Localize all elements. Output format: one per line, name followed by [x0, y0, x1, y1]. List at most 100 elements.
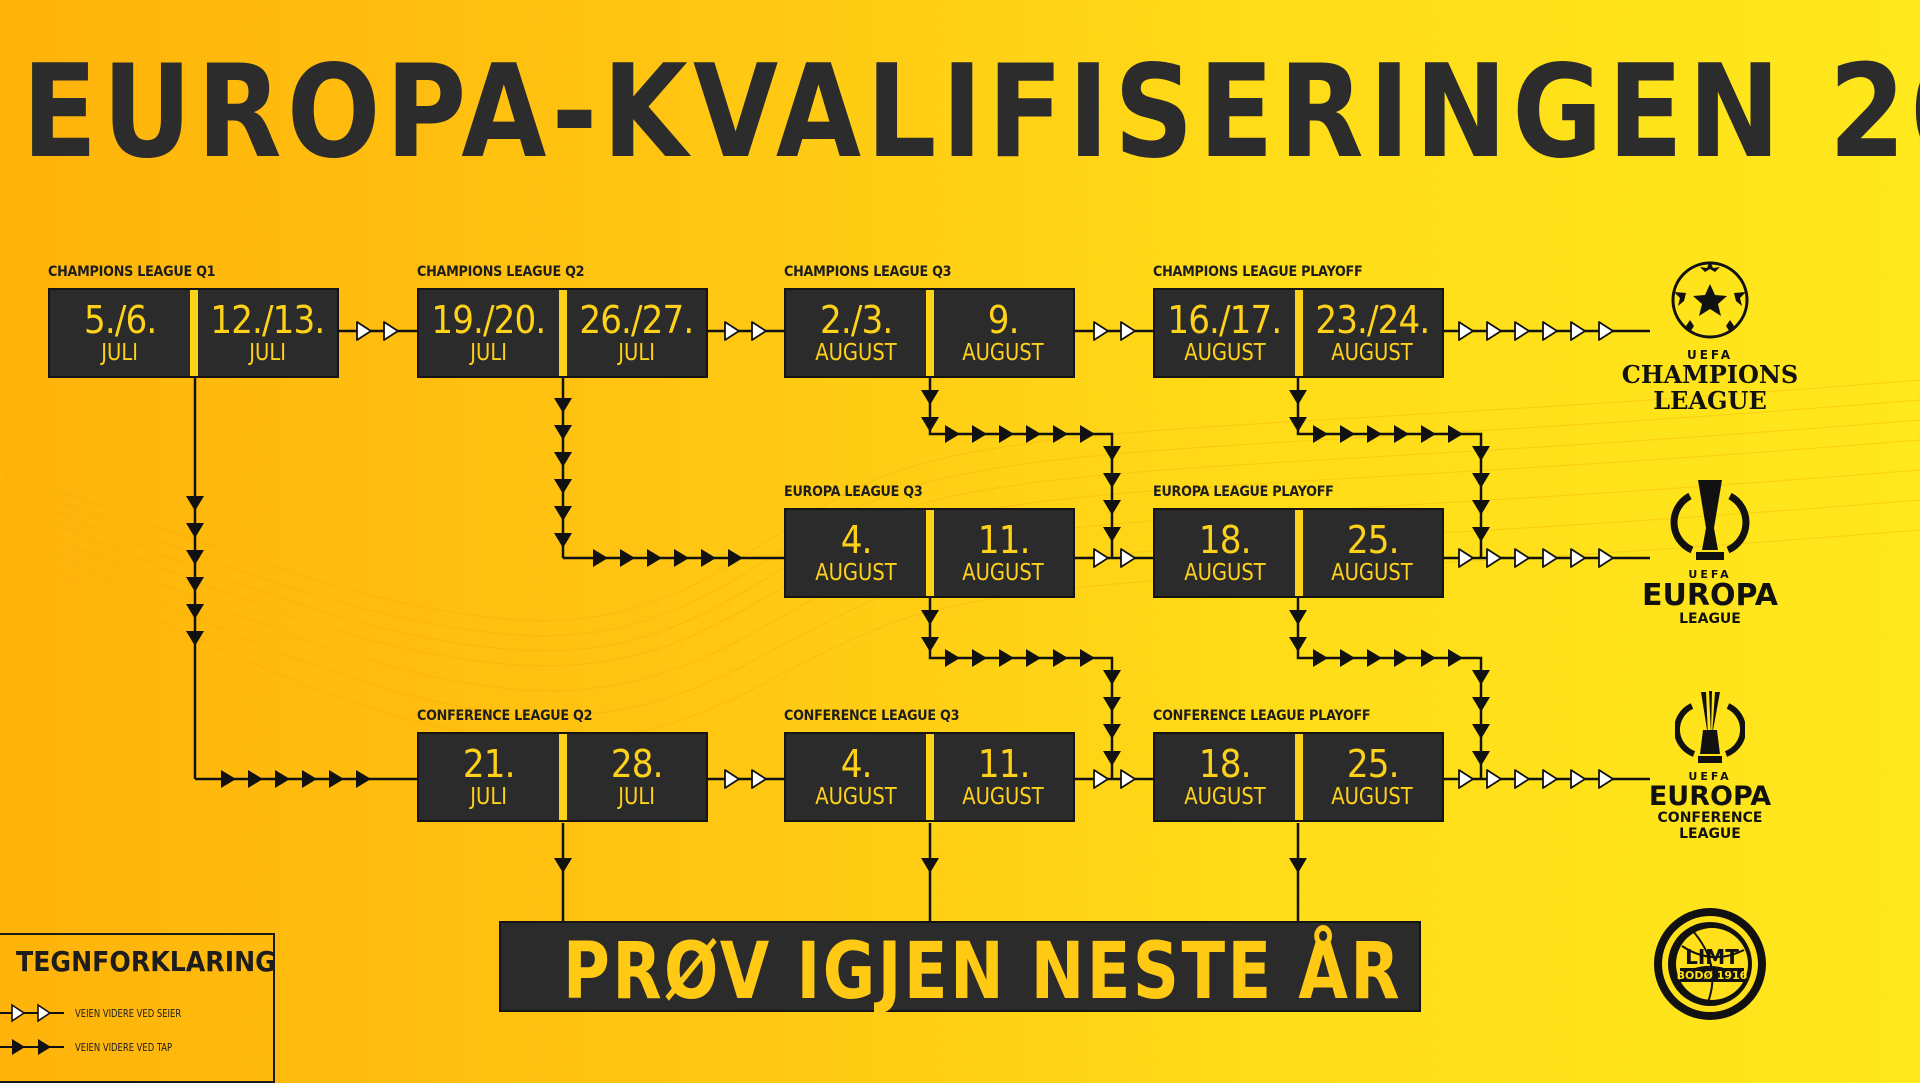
leg-month: AUGUST: [815, 560, 897, 586]
leg-date: 11.: [977, 742, 1030, 786]
stage-box-cl-q3: 2./3.AUGUST 9.AUGUST: [784, 288, 1075, 378]
trophy-icon: [1670, 480, 1750, 560]
trophy-icon: [1673, 691, 1747, 763]
stage-box-cl-q1: 5./6.JULI 12./13.JULI: [48, 288, 339, 378]
page-title: EUROPA-KVALIFISERINGEN 2022: [22, 38, 1920, 187]
first-leg: 5./6.JULI: [50, 290, 190, 376]
filled-arrow-icon: [0, 1039, 64, 1055]
leg-divider: [1294, 734, 1303, 820]
starball-icon: [1671, 261, 1749, 339]
first-leg: 4.AUGUST: [786, 734, 926, 820]
leg-divider: [558, 734, 567, 820]
leg-month: JULI: [101, 340, 139, 366]
first-leg: 16./17.AUGUST: [1155, 290, 1295, 376]
leg-divider: [925, 510, 934, 596]
leg-date: 25.: [1346, 742, 1399, 786]
second-leg: 25.AUGUST: [1303, 510, 1443, 596]
stage-label-cl-playoff: CHAMPIONS LEAGUE PLAYOFF: [1153, 264, 1363, 280]
second-leg: 23./24.AUGUST: [1303, 290, 1443, 376]
leg-date: 28.: [610, 742, 663, 786]
conference-league-logo: UEFA EUROPA CONFERENCE LEAGUE: [1620, 690, 1800, 842]
first-leg: 21.JULI: [419, 734, 559, 820]
leg-date: 21.: [462, 742, 516, 786]
eliminated-banner-text: PRØV IGJEN NESTE ÅR: [563, 927, 1403, 1017]
leg-date: 9.: [987, 298, 1020, 342]
leg-date: 26./27.: [579, 298, 694, 342]
leg-month: AUGUST: [962, 784, 1044, 810]
uefa-wordmark: UEFA: [1688, 568, 1732, 581]
leg-month: JULI: [248, 340, 286, 366]
legend-item-loss: VEIEN VIDERE VED TAP: [75, 1041, 173, 1054]
legend-item-win: VEIEN VIDERE VED SEIER: [75, 1007, 182, 1020]
leg-month: AUGUST: [962, 560, 1044, 586]
stage-box-el-q3: 4.AUGUST 11.AUGUST: [784, 508, 1075, 598]
leg-month: AUGUST: [1331, 340, 1413, 366]
leg-month: AUGUST: [1184, 784, 1266, 810]
leg-date: 2./3.: [819, 298, 893, 342]
svg-text:LIMT: LIMT: [1685, 945, 1739, 969]
leg-divider: [1294, 290, 1303, 376]
stage-label-ecl-playoff: CONFERENCE LEAGUE PLAYOFF: [1153, 708, 1371, 724]
uefa-wordmark: UEFA: [1688, 770, 1732, 783]
leg-month: AUGUST: [815, 340, 897, 366]
stage-box-cl-playoff: 16./17.AUGUST 23./24.AUGUST: [1153, 288, 1444, 378]
second-leg: 11.AUGUST: [934, 510, 1074, 596]
second-leg: 28.JULI: [567, 734, 707, 820]
stage-label-cl-q3: CHAMPIONS LEAGUE Q3: [784, 264, 952, 280]
first-leg: 18.AUGUST: [1155, 510, 1295, 596]
leg-month: AUGUST: [1331, 560, 1413, 586]
stage-box-cl-q2: 19./20.JULI 26./27.JULI: [417, 288, 708, 378]
stage-box-ecl-playoff: 18.AUGUST 25.AUGUST: [1153, 732, 1444, 822]
europa-league-logo: UEFA EUROPA LEAGUE: [1620, 478, 1800, 627]
logo-line-3: LEAGUE: [1679, 826, 1741, 842]
leg-date: 5./6.: [83, 298, 157, 342]
leg-month: JULI: [617, 784, 655, 810]
leg-month: AUGUST: [962, 340, 1044, 366]
leg-divider: [189, 290, 198, 376]
second-leg: 25.AUGUST: [1303, 734, 1443, 820]
leg-month: AUGUST: [815, 784, 897, 810]
logo-line-2: LEAGUE: [1653, 386, 1767, 415]
leg-divider: [925, 734, 934, 820]
stage-box-ecl-q3: 4.AUGUST 11.AUGUST: [784, 732, 1075, 822]
leg-month: JULI: [470, 784, 508, 810]
leg-date: 16./17.: [1167, 298, 1283, 342]
leg-date: 18.: [1198, 742, 1252, 786]
logo-line-1: EUROPA: [1642, 578, 1778, 613]
legend-box: TEGNFORKLARING VEIEN VIDERE VED SEIER VE…: [0, 933, 276, 1083]
leg-date: 12./13.: [210, 298, 325, 342]
legend-title: TEGNFORKLARING: [16, 945, 276, 978]
leg-date: 4.: [840, 518, 872, 562]
leg-date: 11.: [977, 518, 1030, 562]
leg-date: 25.: [1346, 518, 1399, 562]
first-leg: 18.AUGUST: [1155, 734, 1295, 820]
leg-date: 18.: [1198, 518, 1252, 562]
open-arrow-icon: [0, 1003, 64, 1023]
leg-divider: [558, 290, 567, 376]
champions-league-logo: UEFA CHAMPIONS LEAGUE: [1620, 258, 1800, 414]
legend-arrows: [0, 1003, 64, 1055]
leg-month: JULI: [617, 340, 655, 366]
leg-date: 23./24.: [1315, 298, 1430, 342]
club-crest: BODØ 1916 LIMT: [1652, 906, 1768, 1022]
second-leg: 9.AUGUST: [934, 290, 1074, 376]
eliminated-banner: PRØV IGJEN NESTE ÅR: [499, 921, 1421, 1017]
leg-month: AUGUST: [1184, 560, 1266, 586]
leg-month: AUGUST: [1184, 340, 1266, 366]
stage-label-ecl-q2: CONFERENCE LEAGUE Q2: [417, 708, 593, 724]
stage-label-el-q3: EUROPA LEAGUE Q3: [784, 484, 923, 500]
leg-date: 4.: [840, 742, 872, 786]
second-leg: 11.AUGUST: [934, 734, 1074, 820]
first-leg: 2./3.AUGUST: [786, 290, 926, 376]
stage-label-cl-q2: CHAMPIONS LEAGUE Q2: [417, 264, 585, 280]
first-leg: 19./20.JULI: [419, 290, 559, 376]
stage-box-el-playoff: 18.AUGUST 25.AUGUST: [1153, 508, 1444, 598]
second-leg: 12./13.JULI: [198, 290, 338, 376]
stage-box-ecl-q2: 21.JULI 28.JULI: [417, 732, 708, 822]
stage-label-cl-q1: CHAMPIONS LEAGUE Q1: [48, 264, 216, 280]
stage-label-ecl-q3: CONFERENCE LEAGUE Q3: [784, 708, 960, 724]
stage-label-el-playoff: EUROPA LEAGUE PLAYOFF: [1153, 484, 1334, 500]
logo-line-1: CHAMPIONS: [1621, 360, 1799, 389]
logo-line-2: CONFERENCE: [1657, 810, 1763, 826]
